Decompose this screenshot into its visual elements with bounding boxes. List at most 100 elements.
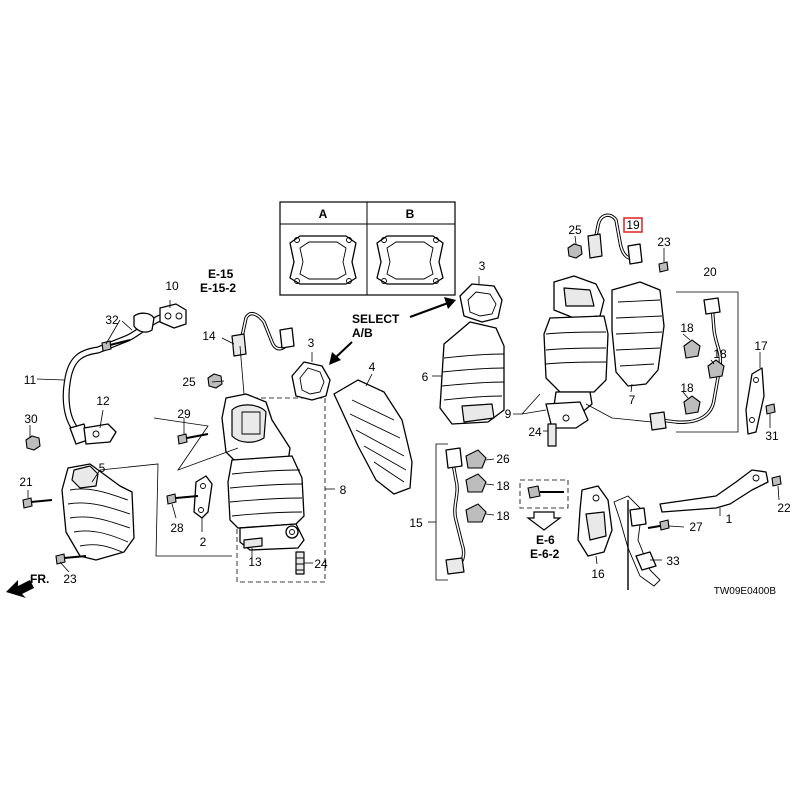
callout-19: 19 (626, 218, 640, 232)
bolt-29[interactable] (177, 433, 209, 445)
bracket-17[interactable] (745, 367, 765, 435)
stay-2[interactable] (193, 475, 213, 519)
bolt-28[interactable] (166, 493, 199, 505)
callout-25-right: 25 (568, 223, 582, 237)
gasket-selection-table: A B (279, 201, 456, 296)
reference-e15: E-15 E-15-2 (200, 267, 236, 295)
exhaust-pipe-11[interactable] (62, 312, 164, 445)
oxygen-sensor-15[interactable] (435, 443, 466, 581)
select-label: SELECT (352, 312, 400, 326)
gasket-3-lower[interactable] (291, 361, 331, 401)
hanger-16[interactable] (577, 485, 613, 557)
heat-shield-4[interactable] (333, 379, 413, 495)
callout-3-lower: 3 (308, 336, 315, 350)
rear-converter-9[interactable] (543, 275, 609, 429)
callout-32: 32 (105, 313, 119, 327)
highlight-box-19 (623, 217, 643, 233)
diagram-code: TW09E0400B (714, 586, 777, 597)
bolt-31[interactable] (765, 403, 776, 415)
callout-23-left: 23 (63, 572, 77, 586)
oxygen-sensor-20[interactable] (649, 291, 739, 433)
table-column-b: B (406, 207, 415, 221)
bolt-23-left[interactable] (55, 553, 87, 565)
callout-10: 10 (165, 279, 179, 293)
bracket-10[interactable] (159, 303, 187, 329)
stay-1[interactable] (659, 469, 769, 513)
callout-12: 12 (96, 394, 110, 408)
bolt-32[interactable] (101, 339, 131, 352)
clip-18-a[interactable] (683, 339, 701, 359)
callout-numbers: 1 2 3 3 4 5 6 7 8 9 10 11 12 13 14 15 16… (19, 217, 791, 586)
leader-lines (27, 235, 780, 573)
callout-2: 2 (200, 535, 207, 549)
e6-reference-arrow (519, 479, 569, 531)
callout-7: 7 (629, 393, 636, 407)
callout-18-a: 18 (680, 321, 694, 335)
ref-e15: E-15 (208, 267, 234, 281)
callout-20: 20 (703, 265, 717, 279)
ref-e6-2: E-6-2 (530, 547, 560, 561)
callout-26: 26 (496, 452, 510, 466)
clip-18-c[interactable] (683, 395, 701, 415)
nut-25-left[interactable] (207, 373, 223, 389)
callout-9: 9 (505, 407, 512, 421)
callout-22: 22 (777, 501, 791, 515)
callout-5: 5 (99, 461, 106, 475)
nut-25-right[interactable] (567, 243, 583, 259)
callout-16: 16 (591, 567, 605, 581)
flange-plate-12[interactable] (83, 423, 117, 445)
callout-13: 13 (248, 555, 262, 569)
clip-18-b[interactable] (707, 359, 725, 379)
callout-18-c: 18 (680, 381, 694, 395)
stud-24-right[interactable] (547, 423, 557, 447)
oxygen-sensor-14[interactable] (231, 311, 295, 357)
callout-4: 4 (369, 360, 376, 374)
callout-28: 28 (170, 521, 184, 535)
callout-8: 8 (340, 483, 347, 497)
callout-27: 27 (689, 520, 703, 534)
heat-shield-5[interactable] (61, 463, 135, 561)
front-direction-arrow: FR. (6, 572, 49, 598)
callout-33: 33 (666, 554, 680, 568)
clip-18-d[interactable] (465, 473, 487, 493)
select-label-sub: A/B (352, 326, 373, 340)
callout-30: 30 (24, 412, 38, 426)
stud-13[interactable] (243, 537, 263, 549)
bolt-21[interactable] (22, 497, 53, 509)
oxygen-sensor-19[interactable] (587, 213, 643, 265)
gasket-3-upper[interactable] (459, 283, 503, 323)
callout-21: 21 (19, 475, 33, 489)
bolt-23-right[interactable] (658, 261, 669, 273)
ref-e15-2: E-15-2 (200, 281, 236, 295)
gasket-b-drawing (376, 235, 444, 285)
callout-25-left: 25 (182, 375, 196, 389)
callout-3-upper: 3 (479, 259, 486, 273)
callout-24-right: 24 (528, 425, 542, 439)
callout-29: 29 (177, 407, 191, 421)
callout-1: 1 (726, 512, 733, 526)
nut-30[interactable] (25, 435, 41, 451)
heat-shield-7[interactable] (611, 281, 665, 387)
gasket-a-drawing (289, 235, 357, 285)
bolt-27[interactable] (647, 519, 670, 531)
reference-e6: E-6 E-6-2 (530, 533, 560, 561)
front-label: FR. (30, 572, 49, 586)
callout-18-d: 18 (496, 479, 510, 493)
bracket-33[interactable] (613, 495, 661, 590)
converter-6[interactable] (439, 321, 505, 425)
callout-11: 11 (24, 373, 37, 387)
clip-18-e[interactable] (465, 503, 487, 523)
front-converter-assembly-8[interactable] (221, 393, 326, 583)
callout-23-right: 23 (657, 235, 671, 249)
callout-18-b: 18 (713, 347, 727, 361)
callout-14: 14 (202, 329, 216, 343)
callout-15: 15 (409, 516, 423, 530)
table-column-a: A (319, 207, 328, 221)
bolt-22[interactable] (771, 475, 782, 487)
clip-26[interactable] (465, 449, 487, 469)
stud-24-left[interactable] (295, 551, 305, 575)
callout-17: 17 (754, 339, 768, 353)
callout-24-left: 24 (314, 557, 328, 571)
select-ab-note: SELECT A/B (329, 297, 456, 365)
